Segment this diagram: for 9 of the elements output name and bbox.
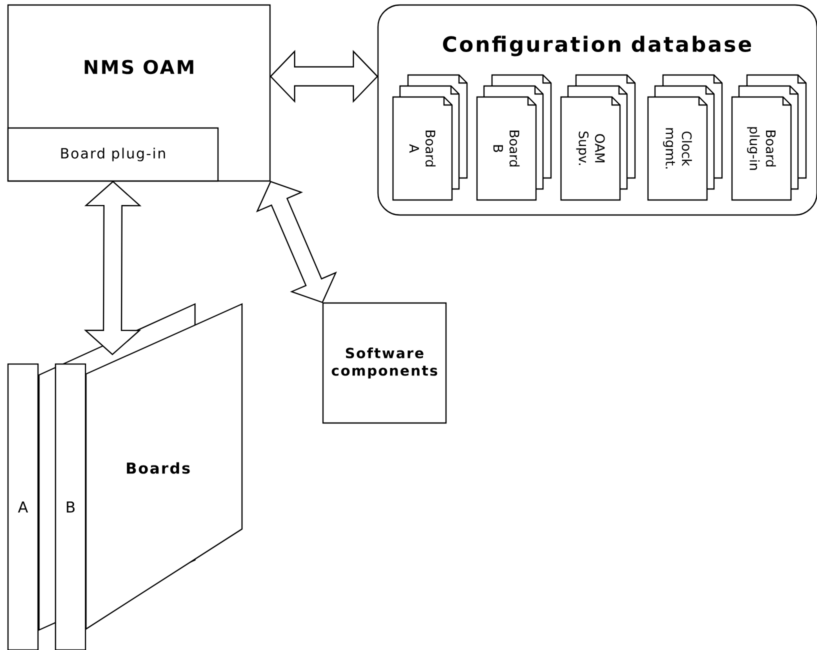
board-bar: A — [7, 363, 39, 650]
component-box: Software components — [322, 302, 447, 424]
document-stack: Clock mgmt. — [647, 74, 723, 201]
document-stack: Board A — [392, 74, 468, 201]
document-stack: Board B — [476, 74, 552, 201]
plug-in-box: Board plug-in — [7, 127, 219, 182]
document-stack: OAM Supv. — [560, 74, 636, 201]
board-bar: B — [54, 363, 86, 650]
document-stack: Board plug-in — [731, 74, 807, 201]
